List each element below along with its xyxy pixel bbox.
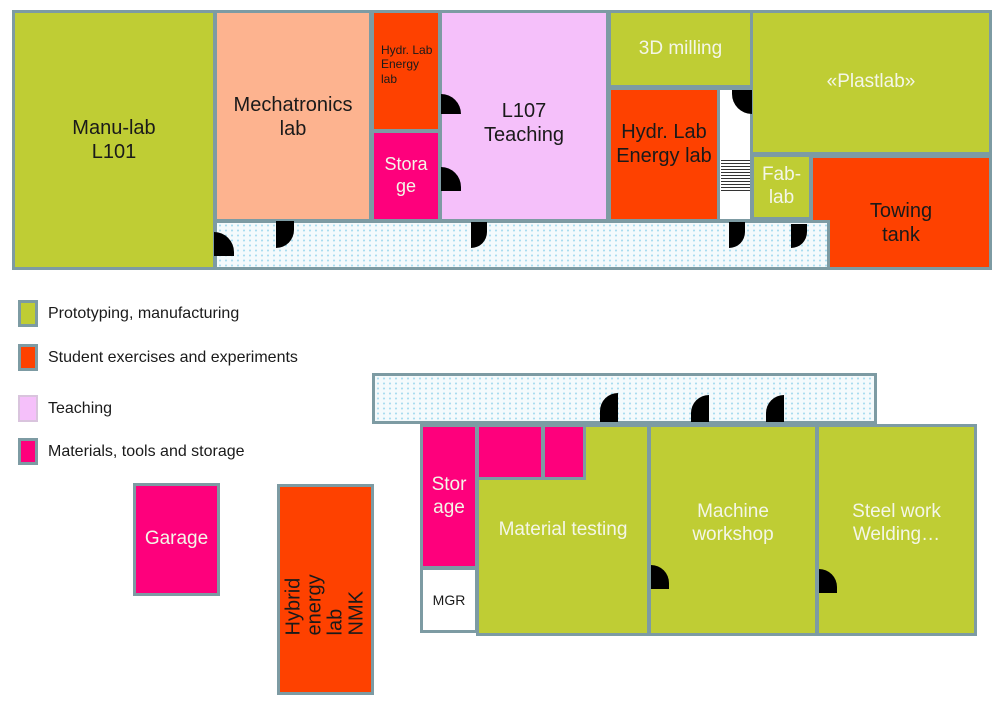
room-label: L107 Teaching: [483, 100, 565, 146]
room-hybrid-energy-lab[interactable]: Hybrid energy lab NMK: [277, 484, 374, 695]
legend-label: Teaching: [48, 399, 113, 417]
legend-item-student: Student exercises and experiments: [18, 344, 298, 371]
room-label: Towing tank: [869, 199, 933, 246]
legend-swatch: [18, 344, 38, 371]
room-mechatronics-lab[interactable]: Mechatronics lab: [214, 10, 372, 222]
legend-swatch: [18, 438, 38, 465]
room-label: Hydr. Lab Energy lab: [381, 43, 433, 86]
room-storage-bottom[interactable]: Stor age: [420, 424, 478, 569]
room-storage-small-2[interactable]: [542, 424, 586, 480]
room-label: Hydr. Lab Energy lab: [616, 121, 712, 167]
room-storage-small-1[interactable]: [476, 424, 544, 480]
stairs-icon: [721, 158, 750, 192]
room-hydr-lab-big[interactable]: Hydr. Lab Energy lab: [608, 87, 720, 222]
legend-swatch: [18, 395, 38, 422]
legend-item-materials: Materials, tools and storage: [18, 438, 245, 465]
door-icon: [471, 222, 487, 248]
room-label: Mechatronics lab: [233, 94, 353, 140]
room-label: Material testing: [498, 518, 628, 540]
room-l107-teaching[interactable]: L107 Teaching: [439, 10, 609, 222]
room-manu-lab[interactable]: Manu-lab L101: [12, 10, 216, 270]
legend-label: Materials, tools and storage: [48, 442, 245, 460]
door-icon: [651, 565, 669, 589]
room-plastlab[interactable]: «Plastlab»: [750, 10, 992, 155]
room-steel-work[interactable]: Steel work Welding…: [816, 424, 977, 636]
corridor-bottom: [372, 373, 877, 424]
room-label: Stora ge: [384, 154, 428, 196]
room-label: Steel work Welding…: [852, 501, 941, 545]
room-label: Manu-lab L101: [72, 117, 156, 163]
door-icon: [819, 569, 837, 593]
room-machine-workshop[interactable]: Machine workshop: [648, 424, 818, 636]
room-label: Hybrid energy lab NMK: [282, 573, 368, 635]
door-icon: [766, 395, 784, 422]
room-garage[interactable]: Garage: [133, 483, 220, 596]
room-storage-top[interactable]: Stora ge: [371, 130, 441, 222]
legend-label: Prototyping, manufacturing: [48, 304, 240, 322]
room-hydr-lab-small[interactable]: Hydr. Lab Energy lab: [371, 10, 441, 132]
room-label: Garage: [144, 528, 209, 550]
room-label: MGR: [432, 591, 466, 608]
legend-swatch: [18, 300, 38, 327]
room-label: Stor age: [431, 473, 467, 518]
corridor-top: [214, 220, 830, 270]
room-label: Machine workshop: [692, 501, 774, 545]
legend-item-teaching: Teaching: [18, 395, 112, 422]
legend-label: Student exercises and experiments: [48, 348, 298, 366]
door-icon: [732, 90, 752, 114]
room-mgr[interactable]: MGR: [420, 567, 478, 633]
door-icon: [276, 221, 294, 248]
room-label: Fab- lab: [761, 164, 802, 208]
door-icon: [214, 232, 234, 256]
door-icon: [691, 395, 709, 422]
legend-item-prototyping: Prototyping, manufacturing: [18, 300, 239, 327]
room-towing-tank[interactable]: Towing tank: [810, 155, 992, 270]
door-icon: [441, 167, 461, 191]
room-3d-milling[interactable]: 3D milling: [608, 10, 753, 88]
door-icon: [600, 393, 618, 422]
room-fab-lab[interactable]: Fab- lab: [751, 154, 812, 220]
room-label: 3D milling: [638, 37, 723, 59]
room-label: «Plastlab»: [826, 71, 916, 93]
door-icon: [791, 224, 807, 248]
door-icon: [729, 222, 745, 248]
